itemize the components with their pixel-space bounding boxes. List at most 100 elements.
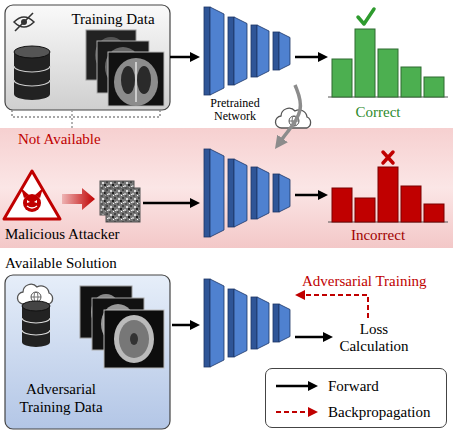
text-slot: Loss Calculation	[333, 321, 415, 355]
incorrect-bar-chart	[378, 167, 398, 222]
incorrect-bar-chart	[383, 152, 393, 163]
legend-sample	[276, 411, 309, 413]
attacker-icon	[4, 171, 140, 222]
attacker-icon	[23, 194, 41, 212]
correct-bar-chart	[378, 49, 398, 97]
network	[200, 149, 295, 237]
unavailable-bracket	[12, 110, 160, 117]
legend-sample	[276, 385, 309, 388]
node-label: Training Data	[58, 10, 168, 28]
training-data-box	[14, 66, 50, 72]
adversarial-data-box	[22, 318, 50, 323]
training-data-box	[137, 66, 151, 94]
training-data-box	[15, 13, 33, 31]
training-data-box	[14, 46, 50, 58]
incorrect-bar-chart	[355, 198, 375, 222]
adversarial-data-box	[22, 330, 50, 335]
attacker-icon	[27, 200, 30, 203]
adversarial-data-box	[5, 275, 170, 429]
connector	[170, 56, 192, 59]
attacker-icon	[27, 206, 37, 208]
legend-sample	[274, 405, 320, 419]
network	[200, 279, 295, 367]
incorrect-bar-chart	[424, 204, 444, 222]
connector	[281, 85, 300, 141]
adversarial-data-box	[104, 310, 164, 368]
text-slot: Training Data	[58, 10, 168, 28]
loss-node: Loss Calculation	[333, 318, 415, 358]
legend-item: Backpropagation	[274, 401, 442, 423]
connector	[143, 202, 192, 205]
correct-bar-chart	[358, 9, 374, 24]
legend-label: Backpropagation	[328, 401, 442, 423]
training-data-box	[14, 88, 50, 100]
adversarial-data-box	[22, 301, 50, 311]
adversarial-data-box	[114, 315, 154, 363]
training-data-box	[14, 80, 50, 86]
cloud-icon	[275, 108, 310, 128]
bar-chart: Incorrect	[328, 148, 448, 246]
attacker: Malicious Attacker	[3, 168, 143, 246]
node-label: Incorrect	[328, 226, 428, 244]
data-box: Available SolutionAdversarial Training D…	[0, 252, 172, 432]
connector	[172, 324, 192, 327]
text-slot: Correct	[328, 103, 428, 121]
node-label: Pretrained Network	[200, 97, 270, 123]
text-slot: Available Solution	[5, 254, 170, 272]
node-label: Not Available	[18, 130, 138, 148]
connector-layer	[72, 57, 368, 337]
node-label: Available Solution	[5, 254, 170, 272]
connector	[295, 194, 320, 197]
node-label: Loss Calculation	[333, 321, 415, 355]
legend-item: Forward	[274, 375, 442, 397]
text-slot: Incorrect	[328, 226, 428, 244]
text-slot: Not Available	[18, 130, 138, 148]
network-illustration	[204, 7, 290, 95]
node-label: Correct	[328, 103, 428, 121]
network-illustration	[204, 7, 290, 367]
legend-label: Forward	[328, 375, 442, 397]
cloud-icon	[275, 108, 310, 128]
correct-bar-chart	[332, 59, 352, 97]
correct-bar-chart	[328, 9, 448, 97]
training-data-box	[121, 66, 135, 94]
correct-bar-chart	[401, 67, 421, 97]
legend-sample	[308, 381, 318, 391]
edge-label-slot: Adversarial Training	[302, 272, 442, 290]
connector	[295, 336, 325, 339]
node-label: Adversarial Training Data	[5, 380, 117, 416]
incorrect-bar-chart	[332, 188, 352, 222]
training-data-box	[108, 52, 164, 106]
attacker-icon	[62, 188, 95, 210]
text-slot: Adversarial Training Data	[5, 380, 117, 416]
training-data-box	[135, 62, 137, 102]
training-data-box	[5, 5, 170, 110]
attack-band	[0, 128, 453, 248]
network-illustration	[204, 149, 290, 237]
data-box: Training Data	[5, 5, 170, 110]
bar-chart: Correct	[328, 5, 448, 128]
legend-sample	[274, 379, 320, 393]
training-data-box	[114, 58, 158, 106]
attacker-icon	[106, 188, 140, 222]
attacker-icon	[34, 200, 37, 203]
incorrect-bar-chart	[383, 152, 393, 163]
network: Pretrained Network	[200, 5, 295, 123]
incorrect-bar-chart	[328, 152, 448, 222]
unavailable-band: Malicious Attacker Incorrect Not Available	[0, 128, 453, 248]
adversarial-data-box	[5, 275, 170, 429]
legend-sample	[308, 407, 318, 417]
attack-band	[0, 128, 453, 248]
adversarial-data-box	[119, 320, 149, 358]
incorrect-bar-chart	[401, 186, 421, 222]
text-slot: Pretrained Network	[200, 97, 270, 123]
attacker-icon	[4, 171, 60, 219]
correct-bar-chart	[424, 77, 444, 97]
node-label: Malicious Attacker	[5, 225, 143, 243]
training-data-box	[5, 5, 170, 110]
adversarial-data-box	[22, 337, 50, 347]
unavailable-bracket	[12, 110, 160, 117]
connector	[295, 56, 320, 59]
connector	[71, 110, 73, 128]
